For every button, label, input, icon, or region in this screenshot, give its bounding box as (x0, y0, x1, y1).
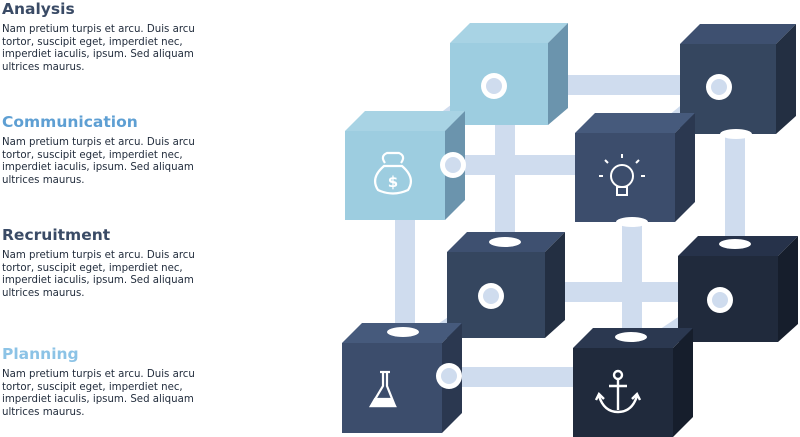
section-title: Communication (2, 113, 138, 131)
section-communication: Communication Nam pretium turpis et arcu… (2, 113, 212, 187)
connector (725, 120, 745, 250)
connector (440, 367, 600, 387)
anchor-icon (594, 369, 642, 414)
section-title: Analysis (2, 0, 75, 18)
section-body: Nam pretium turpis et arcu. Duis arcu to… (2, 369, 195, 418)
section-recruitment: Recruitment Nam pretium turpis et arcu. … (2, 226, 212, 300)
section-body: Nam pretium turpis et arcu. Duis arcu to… (2, 137, 195, 186)
section-body: Nam pretium turpis et arcu. Duis arcu to… (2, 24, 195, 73)
cube-light-back (450, 23, 568, 125)
svg-text:$: $ (388, 173, 398, 191)
connector (395, 215, 415, 330)
cube-dark-front-left (342, 323, 462, 433)
section-title: Recruitment (2, 226, 111, 244)
cube-light-front: $ (345, 111, 466, 220)
connector (495, 90, 515, 250)
cube-dark-front-right (575, 113, 695, 227)
section-planning: Planning Nam pretium turpis et arcu. Dui… (2, 345, 212, 419)
cube-dark-mid-back (447, 232, 565, 338)
section-analysis: Analysis Nam pretium turpis et arcu. Dui… (2, 0, 212, 74)
cube-dark-front-bottom-right (573, 328, 693, 437)
connector (622, 220, 642, 335)
flask-icon (369, 370, 397, 408)
cube-dark-mid-back-right (678, 236, 798, 342)
section-body: Nam pretium turpis et arcu. Duis arcu to… (2, 250, 195, 299)
connector (440, 155, 615, 175)
section-title: Planning (2, 345, 79, 363)
cube-dark-back-right (680, 24, 796, 139)
money-bag-icon: $ (373, 151, 413, 195)
light-bulb-icon (599, 154, 645, 196)
